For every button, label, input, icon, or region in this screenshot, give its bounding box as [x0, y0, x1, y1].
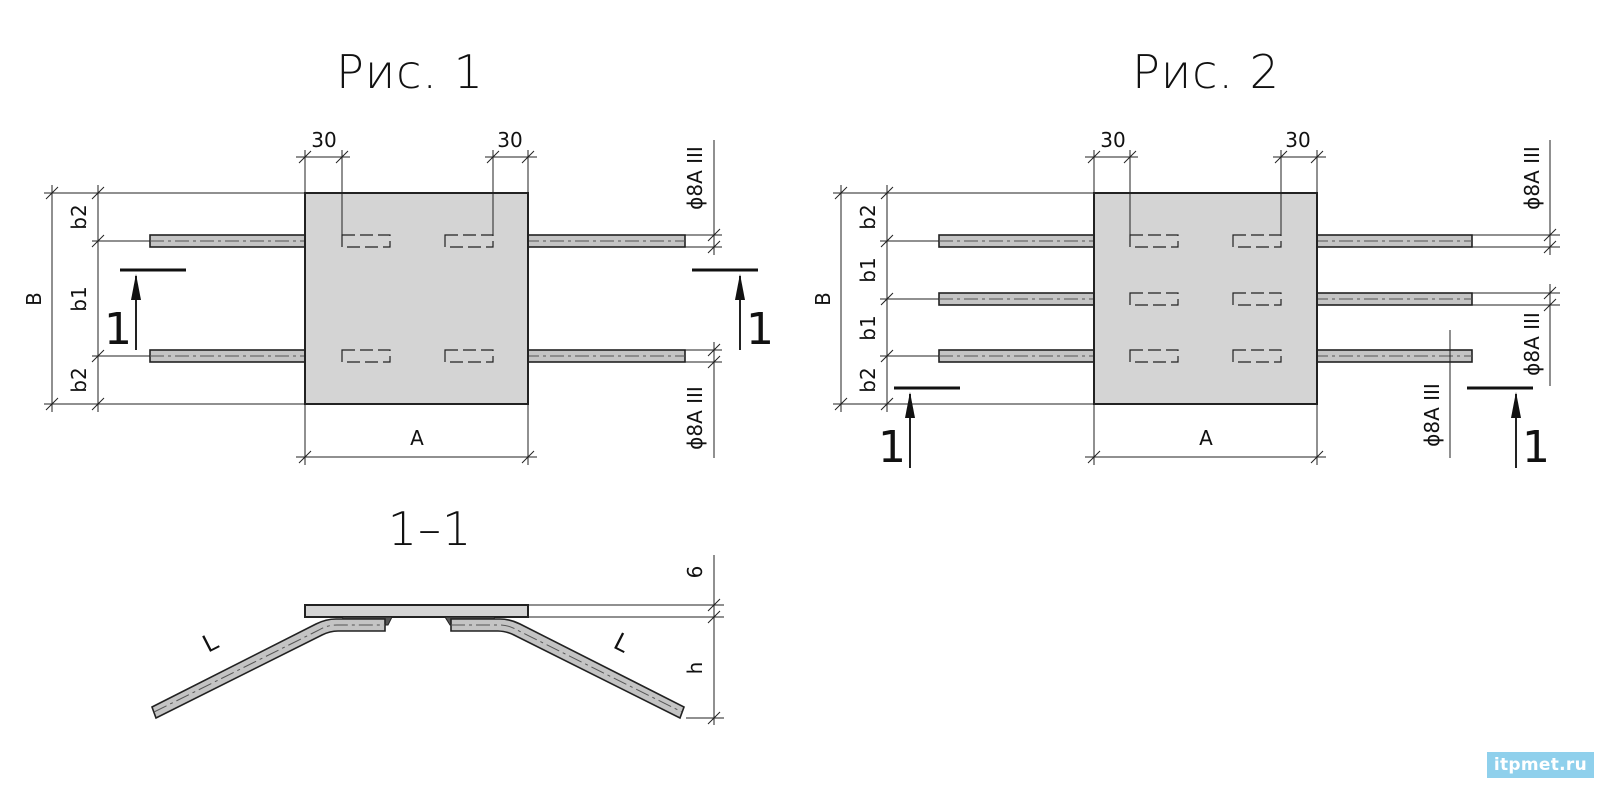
- fig2-hidden-anchors: [1129, 234, 1282, 363]
- fig1-label-A: A: [410, 426, 424, 450]
- fig1-hidden-anchors: [341, 234, 494, 363]
- fig2-label-b1-upper: b1: [856, 257, 880, 282]
- section-1-1: 1–1 L L 6 h: [151, 502, 724, 725]
- section-plate: [304, 604, 529, 618]
- fig1-title: Рис. 1: [336, 45, 484, 99]
- fig2-label-b2-bottom: b2: [856, 367, 880, 392]
- fig1-section-marks: 1 1: [104, 268, 774, 355]
- fig1-label-b2-top: b2: [67, 204, 91, 229]
- section-label-L-left: L: [198, 627, 223, 658]
- fig2-section-mark-left: 1: [878, 422, 906, 473]
- fig1-dim-A: A: [296, 404, 537, 465]
- figure-2: Рис. 2: [811, 45, 1560, 473]
- fig2-label-b1-lower: b1: [856, 315, 880, 340]
- fig2-title: Рис. 2: [1132, 45, 1280, 99]
- fig2-dim-left: B b2 b1 b1 b2: [811, 185, 1094, 412]
- figure-1: Рис. 1: [22, 45, 774, 465]
- fig2-section-marks: 1 1: [878, 386, 1550, 473]
- fig2-rebar-label-left-lower: ϕ8A III: [1420, 383, 1444, 447]
- section-anchor-left: [151, 618, 386, 720]
- section-title: 1–1: [388, 502, 473, 556]
- section-label-h: h: [683, 662, 707, 675]
- fig1-rebar-label-bottom: ϕ8A III: [683, 386, 707, 450]
- fig2-dim-30: 30 30: [1085, 128, 1326, 235]
- fig1-section-mark-right: 1: [746, 304, 774, 355]
- fig1-dim-rebar: ϕ8A III ϕ8A III: [683, 140, 722, 458]
- fig2-rebars: [938, 234, 1473, 363]
- fig2-dim-A: A: [1085, 404, 1326, 465]
- fig2-dim-30-right: 30: [1285, 128, 1310, 152]
- fig2-label-b2-top: b2: [856, 204, 880, 229]
- fig2-dim-rebar: ϕ8A III ϕ8A III ϕ8A III: [1420, 140, 1560, 458]
- fig2-rebar-label-right-lower: ϕ8A III: [1520, 312, 1544, 376]
- fig1-label-B: B: [22, 292, 46, 306]
- section-label-L-right: L: [609, 627, 634, 658]
- fig1-section-mark-left: 1: [104, 304, 132, 355]
- fig1-embedded-plate: [304, 192, 529, 405]
- fig1-rebar-label-top: ϕ8A III: [683, 146, 707, 210]
- fig1-dim-30: 30 30: [296, 128, 537, 235]
- fig2-rebar-label-top: ϕ8A III: [1520, 146, 1544, 210]
- fig1-rebars: [149, 234, 686, 363]
- fig1-dim-30-right: 30: [497, 128, 522, 152]
- fig1-label-b2-bottom: b2: [67, 367, 91, 392]
- fig2-section-mark-right: 1: [1522, 422, 1550, 473]
- fig2-embedded-plate: [1093, 192, 1318, 405]
- fig2-label-B: B: [811, 292, 835, 306]
- fig2-dim-30-left: 30: [1100, 128, 1125, 152]
- fig1-dim-left: B b2 b1 b2: [22, 185, 305, 412]
- section-label-thickness: 6: [683, 566, 707, 579]
- fig1-dim-30-left: 30: [311, 128, 336, 152]
- fig2-label-A: A: [1199, 426, 1213, 450]
- fig1-label-b1: b1: [67, 286, 91, 311]
- section-dim-right: 6 h: [528, 555, 724, 725]
- watermark-logo: itpmet.ru: [1486, 752, 1594, 778]
- section-anchor-right: [450, 618, 685, 720]
